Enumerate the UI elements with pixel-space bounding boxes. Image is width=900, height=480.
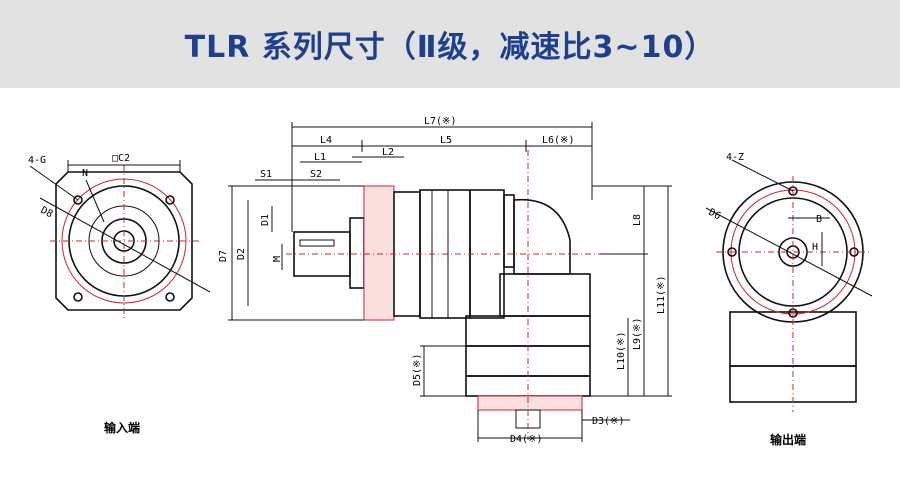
label-l11: L11(※) [656, 276, 667, 314]
label-l2: L2 [382, 147, 394, 158]
input-flange-square [55, 171, 193, 311]
input-end-caption: 输入端 [104, 420, 140, 435]
input-bolt-hole [165, 292, 175, 302]
label-l7: L7(※) [424, 116, 456, 127]
label-d6: D6 [707, 207, 723, 222]
title-bar: TLR 系列尺寸（Ⅱ级，减速比3~10） [0, 0, 900, 88]
label-l1: L1 [314, 152, 326, 163]
n-leader [85, 179, 105, 223]
output-flange [477, 395, 583, 411]
input-end-view: □C2 4-G N D8 输入端 [28, 153, 211, 435]
label-s2: S2 [310, 169, 322, 180]
right-angle-elbow [513, 198, 571, 275]
label-d5: D5(※) [412, 354, 423, 386]
input-bolt-hole [73, 292, 83, 302]
input-flange [363, 185, 395, 321]
label-d8: D8 [39, 205, 55, 220]
label-d4: D4(※) [510, 434, 542, 445]
label-d2: D2 [236, 248, 247, 260]
label-l5: L5 [440, 135, 452, 146]
page-title: TLR 系列尺寸（Ⅱ级，减速比3~10） [184, 30, 716, 65]
label-m: M [272, 256, 283, 262]
output-end-view: B H 4-Z D6 输出端 [705, 152, 873, 447]
label-c2: □C2 [112, 153, 130, 164]
label-d7: D7 [218, 250, 229, 262]
input-bolt-hole [73, 195, 83, 205]
label-d3: D3(※) [592, 416, 624, 427]
label-4g: 4-G [28, 155, 46, 166]
input-bolt-hole [165, 195, 175, 205]
lower-head [499, 273, 591, 317]
label-l9: L9(※) [632, 318, 643, 350]
label-d1: D1 [260, 214, 271, 226]
label-b: B [816, 214, 822, 225]
label-l6: L6(※) [542, 135, 574, 146]
label-l10: L10(※) [616, 332, 627, 370]
label-h: H [812, 242, 818, 253]
g-leader [29, 165, 79, 201]
shaft-collar [349, 217, 365, 289]
d6-leader [705, 207, 873, 297]
label-n: N [82, 168, 88, 179]
output-bolt-hole [727, 247, 737, 257]
body-step [503, 194, 515, 268]
label-4z: 4-Z [726, 152, 744, 163]
output-end-caption: 输出端 [770, 432, 806, 447]
label-l4: L4 [320, 135, 332, 146]
side-view: L7(※) L4 L5 L6(※) L1 L2 S1 S2 [218, 116, 672, 445]
label-s1: S1 [260, 169, 272, 180]
label-l8: L8 [632, 214, 643, 226]
d8-leader [39, 197, 211, 293]
z-leader [731, 159, 794, 192]
